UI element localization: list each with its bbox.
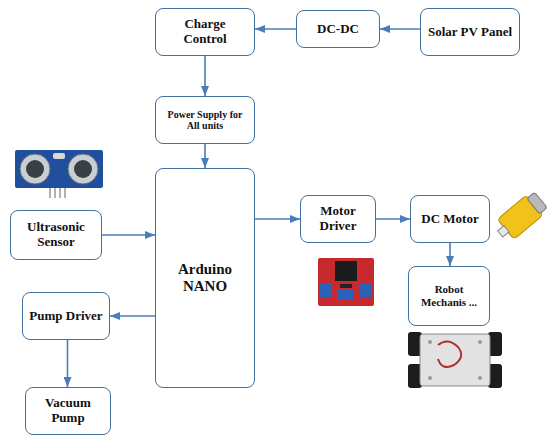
box-label: Robot Mechanis ... bbox=[415, 283, 483, 308]
box-label: Charge Control bbox=[162, 17, 248, 47]
driver-terminal bbox=[338, 290, 354, 300]
arrow-connector bbox=[110, 315, 155, 317]
process-box: Robot Mechanis ... bbox=[408, 266, 490, 326]
process-box: Solar PV Panel bbox=[420, 8, 520, 56]
process-box: Power Supply for All units bbox=[155, 96, 255, 144]
dc-motor-picture bbox=[492, 190, 549, 244]
box-label: Vacuum Pump bbox=[32, 396, 104, 426]
box-label: Power Supply for All units bbox=[162, 109, 248, 132]
box-label: Motor Driver bbox=[307, 204, 369, 234]
box-label: Solar PV Panel bbox=[428, 25, 512, 40]
process-box: Charge Control bbox=[155, 8, 255, 56]
chassis-plate bbox=[420, 334, 490, 386]
box-label: Arduino NANO bbox=[162, 261, 248, 296]
chassis-hole bbox=[478, 340, 482, 344]
arrow-connector bbox=[204, 144, 206, 168]
chassis-hole bbox=[428, 340, 432, 344]
sensor-mesh bbox=[26, 160, 44, 178]
chassis-hole bbox=[478, 376, 482, 380]
box-label: DC Motor bbox=[421, 212, 478, 227]
process-box: Vacuum Pump bbox=[25, 387, 111, 435]
motor-can bbox=[527, 192, 548, 214]
process-box: Arduino NANO bbox=[155, 168, 255, 388]
arrow-connector bbox=[204, 56, 206, 96]
sensor-transducer bbox=[68, 154, 98, 184]
sensor-transducer bbox=[20, 154, 50, 184]
process-box: Pump Driver bbox=[22, 292, 110, 340]
process-box: DC-DC bbox=[296, 10, 380, 48]
chassis-wires bbox=[438, 341, 461, 367]
box-label: DC-DC bbox=[317, 22, 359, 37]
driver-chip bbox=[340, 284, 352, 288]
sensor-pins bbox=[50, 188, 65, 198]
robot-chassis-picture bbox=[408, 332, 502, 388]
arrow-connector bbox=[255, 28, 296, 30]
arrow-connector bbox=[67, 340, 69, 387]
driver-board bbox=[318, 258, 374, 306]
sensor-board bbox=[15, 150, 103, 188]
driver-terminal bbox=[320, 283, 332, 297]
driver-terminal bbox=[360, 283, 372, 297]
motor-driver-picture bbox=[318, 258, 374, 306]
arrow-connector bbox=[102, 234, 155, 236]
arrow-connector bbox=[376, 218, 410, 220]
process-box: Motor Driver bbox=[300, 195, 376, 243]
process-box: DC Motor bbox=[410, 195, 490, 243]
driver-heatsink bbox=[335, 261, 357, 281]
box-label: Ultrasonic Sensor bbox=[17, 220, 95, 250]
sensor-crystal bbox=[53, 153, 65, 159]
chassis-hole bbox=[428, 376, 432, 380]
arrow-connector bbox=[255, 218, 300, 220]
sensor-mesh bbox=[74, 160, 92, 178]
motor-shaft bbox=[498, 226, 509, 237]
process-box: Ultrasonic Sensor bbox=[10, 210, 102, 260]
ultrasonic-sensor-picture bbox=[15, 150, 103, 198]
box-label: Pump Driver bbox=[29, 309, 102, 324]
arrow-connector bbox=[380, 28, 420, 30]
arrow-connector bbox=[449, 243, 451, 266]
